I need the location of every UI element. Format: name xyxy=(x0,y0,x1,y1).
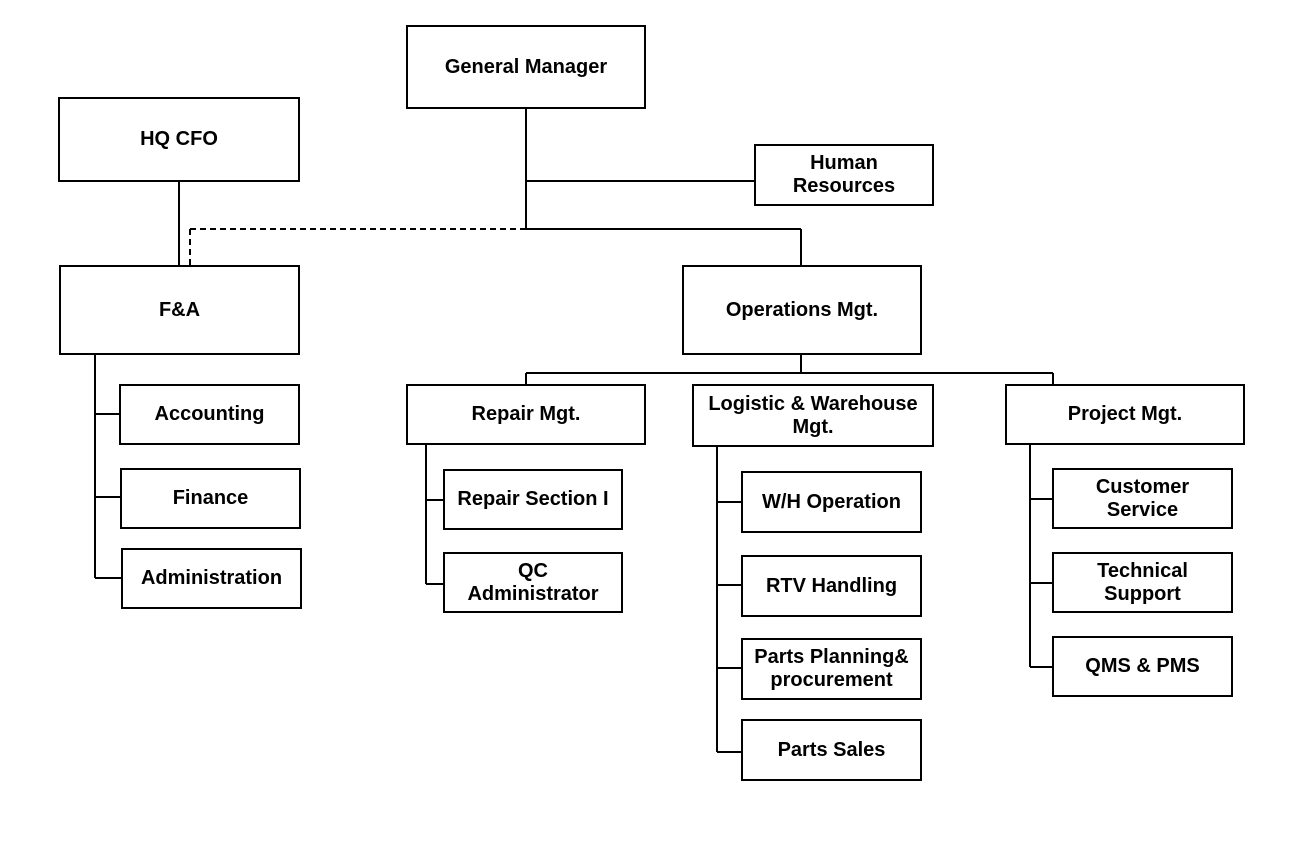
repair-section-box: Repair Section I xyxy=(443,469,623,530)
logistic-warehouse-box: Logistic & Warehouse Mgt. xyxy=(692,384,934,447)
parts-planning-box: Parts Planning& procurement xyxy=(741,638,922,700)
qc-administrator-box: QC Administrator xyxy=(443,552,623,613)
repair-mgt-box: Repair Mgt. xyxy=(406,384,646,445)
technical-support-box: Technical Support xyxy=(1052,552,1233,613)
general-manager-box: General Manager xyxy=(406,25,646,109)
project-mgt-box: Project Mgt. xyxy=(1005,384,1245,445)
fa-box: F&A xyxy=(59,265,300,355)
administration-box: Administration xyxy=(121,548,302,609)
rtv-handling-box: RTV Handling xyxy=(741,555,922,617)
accounting-box: Accounting xyxy=(119,384,300,445)
parts-sales-box: Parts Sales xyxy=(741,719,922,781)
operations-box: Operations Mgt. xyxy=(682,265,922,355)
wh-operation-box: W/H Operation xyxy=(741,471,922,533)
human-resources-box: Human Resources xyxy=(754,144,934,206)
hq-cfo-box: HQ CFO xyxy=(58,97,300,182)
finance-box: Finance xyxy=(120,468,301,529)
customer-service-box: Customer Service xyxy=(1052,468,1233,529)
qms-pms-box: QMS & PMS xyxy=(1052,636,1233,697)
